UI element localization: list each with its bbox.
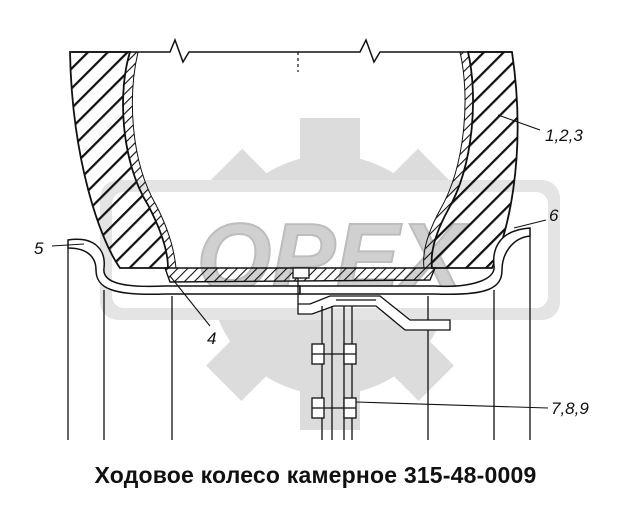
callout-4: 4 [207,329,216,348]
leader-lines [51,114,549,409]
bolt-nut-assembly [311,343,357,419]
callout-1-2-3: 1,2,3 [545,126,583,145]
valve-stem [292,267,451,331]
tire-left-wall [69,51,169,269]
callout-6: 6 [549,206,559,225]
wheel-rim [67,238,301,296]
wheel-rim-right [299,227,531,296]
break-line [72,37,512,64]
callout-5: 5 [34,239,44,258]
callout-7-8-9: 7,8,9 [551,399,589,418]
figure-caption: Ходовое колесо камерное 315-48-0009 [94,462,537,488]
